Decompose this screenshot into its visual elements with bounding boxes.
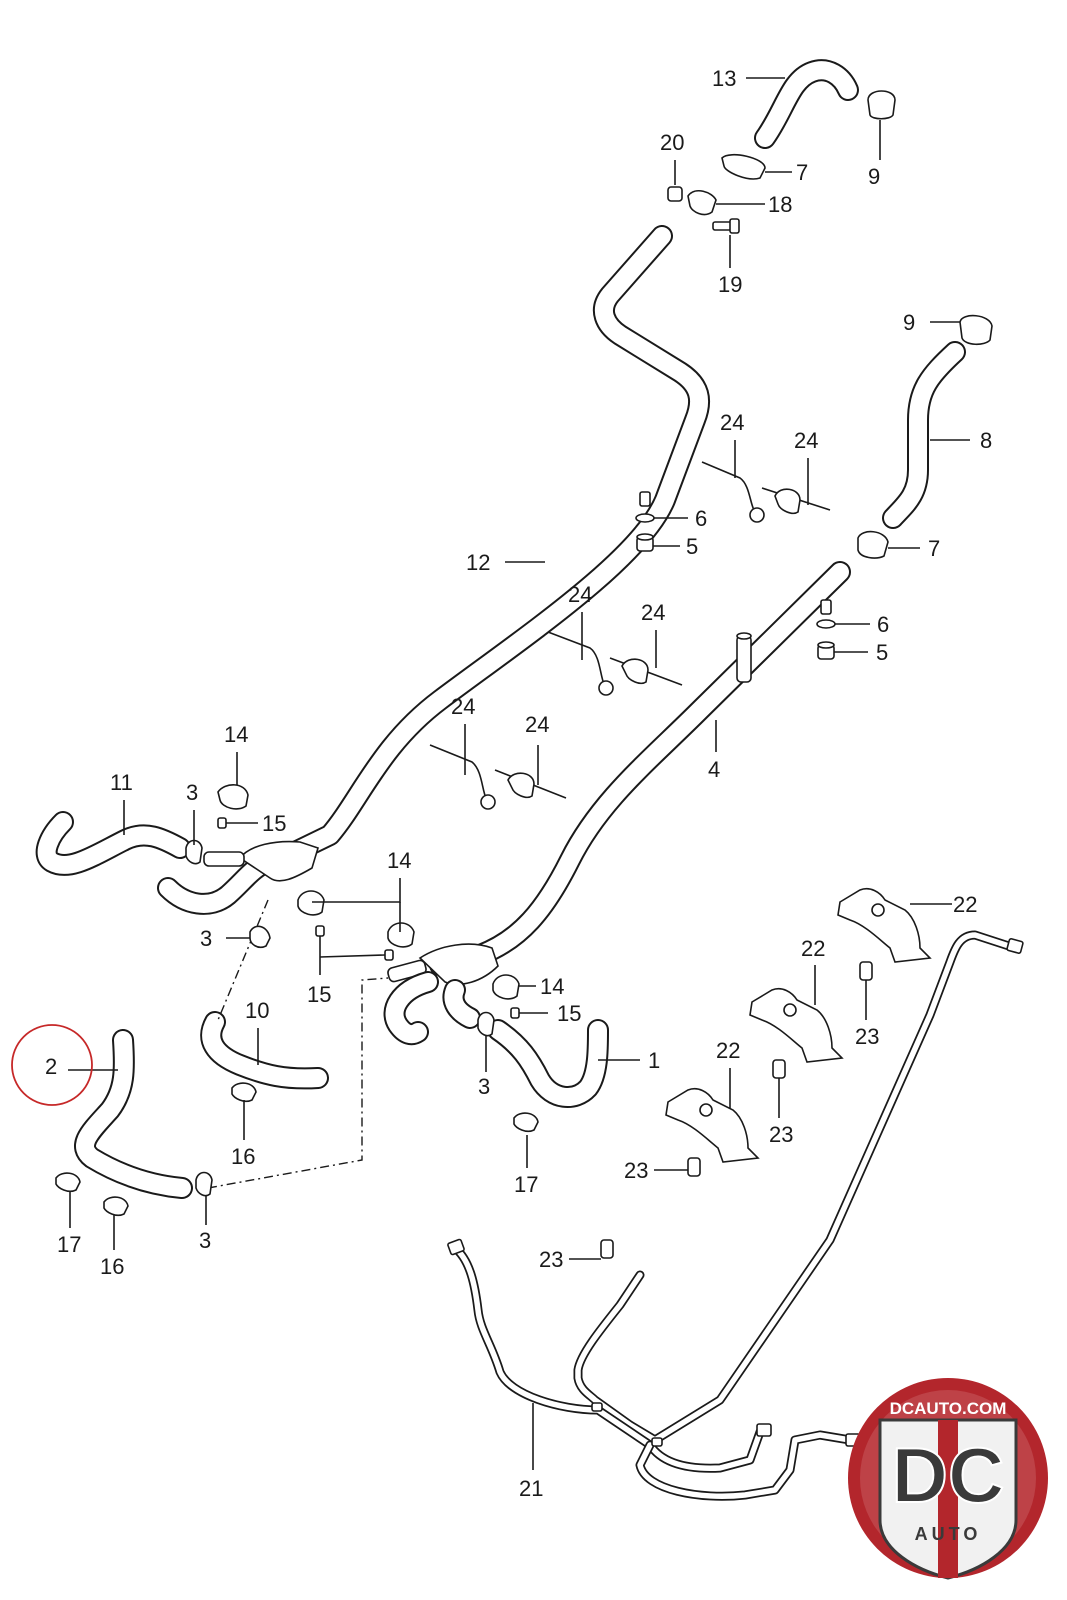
callout-17: 17 — [57, 1232, 81, 1257]
hoses — [35, 59, 1024, 1501]
callout-19: 19 — [718, 272, 742, 297]
callout-21: 21 — [519, 1476, 543, 1501]
hose-11 — [35, 811, 191, 876]
callout-12: 12 — [466, 550, 490, 575]
y-junction-upper — [203, 840, 319, 882]
callout-7: 7 — [928, 536, 940, 561]
hose-8 — [882, 341, 966, 529]
callout-16: 16 — [231, 1144, 255, 1169]
callout-16: 16 — [100, 1254, 124, 1279]
pipe-21 — [450, 930, 1020, 1501]
clamp-9-right — [959, 314, 993, 346]
clip-14-upper — [217, 784, 249, 810]
hose-11-lower — [157, 851, 279, 915]
callout-15: 15 — [557, 1001, 581, 1026]
callout-24: 24 — [720, 410, 744, 435]
callout-23: 23 — [624, 1158, 648, 1183]
callout-24: 24 — [568, 582, 592, 607]
clamp-9-top — [867, 90, 896, 120]
dcauto-logo: DCAUTO.COM DC AUTO — [848, 1378, 1048, 1580]
callout-3: 3 — [200, 926, 212, 951]
bolt-19 — [712, 218, 740, 234]
callout-17: 17 — [514, 1172, 538, 1197]
bracket-22-top — [837, 887, 932, 963]
callout-11: 11 — [110, 770, 133, 795]
clamp-7-top — [721, 153, 766, 180]
callouts: 13 9 20 7 18 19 9 8 7 24 24 6 5 12 24 24… — [11, 66, 992, 1501]
callout-14: 14 — [224, 722, 248, 747]
callout-22: 22 — [716, 1038, 740, 1063]
assembly-lines — [207, 899, 389, 1189]
callout-4: 4 — [708, 757, 720, 782]
hose-4-stub — [736, 632, 752, 683]
callout-20: 20 — [660, 130, 684, 155]
highlight-circle — [11, 1024, 93, 1106]
plug-5-lower — [817, 641, 835, 660]
callout-23: 23 — [539, 1247, 563, 1272]
clip-16-17 — [55, 1082, 539, 1217]
callout-1: 1 — [648, 1048, 660, 1073]
callout-5: 5 — [686, 534, 698, 559]
hose-y-left — [383, 971, 439, 1046]
callout-2: 2 — [45, 1054, 57, 1079]
callout-24: 24 — [641, 600, 665, 625]
ties-24-upper — [701, 461, 831, 523]
logo-top-text: DCAUTO.COM — [890, 1399, 1007, 1418]
callout-6: 6 — [877, 612, 889, 637]
hose-1 — [487, 1019, 609, 1108]
callout-22: 22 — [953, 892, 977, 917]
callout-10: 10 — [245, 998, 269, 1023]
logo-sub-text: AUTO — [915, 1524, 982, 1544]
callout-24: 24 — [451, 694, 475, 719]
oring-6-upper — [635, 491, 655, 523]
y-junction-lower — [387, 943, 499, 986]
callout-22: 22 — [801, 936, 825, 961]
callout-7: 7 — [796, 160, 808, 185]
hose-10 — [200, 1011, 329, 1090]
callout-24: 24 — [794, 428, 818, 453]
callout-23: 23 — [855, 1024, 879, 1049]
clamp-3 — [185, 839, 495, 1197]
callout-3: 3 — [478, 1074, 490, 1099]
hose-12 — [251, 225, 711, 867]
plug-5-upper — [636, 533, 654, 552]
callout-9: 9 — [903, 310, 915, 335]
callout-18: 18 — [768, 192, 792, 217]
callout-14: 14 — [387, 848, 411, 873]
logo-stripe — [938, 1420, 958, 1578]
small-parts — [55, 90, 993, 1259]
clip-14-middle — [297, 890, 415, 948]
callout-6: 6 — [695, 506, 707, 531]
logo-main-text: DC — [892, 1431, 1005, 1519]
fastener-23 — [600, 961, 873, 1259]
callout-3: 3 — [186, 780, 198, 805]
callout-labels: 13 9 20 7 18 19 9 8 7 24 24 6 5 12 24 24… — [45, 66, 992, 1501]
bracket-18 — [687, 189, 717, 216]
callout-5: 5 — [876, 640, 888, 665]
callout-23: 23 — [769, 1122, 793, 1147]
clamp-7-right — [857, 530, 889, 559]
callout-15: 15 — [307, 982, 331, 1007]
hose-2 — [74, 1029, 193, 1199]
ties-24-middle — [547, 631, 683, 696]
bracket-22-bottom — [665, 1087, 760, 1163]
callout-15: 15 — [262, 811, 286, 836]
sleeve-20 — [667, 186, 683, 202]
hose-4 — [429, 561, 851, 976]
ties-24-lower — [429, 744, 567, 810]
callout-14: 14 — [540, 974, 564, 999]
callout-9: 9 — [868, 164, 880, 189]
leader-lines — [68, 77, 970, 1470]
callout-3: 3 — [199, 1228, 211, 1253]
hose-13 — [754, 59, 859, 149]
hose-y-right — [442, 979, 481, 1029]
callout-24: 24 — [525, 712, 549, 737]
oring-6-lower — [816, 599, 836, 629]
callout-8: 8 — [980, 428, 992, 453]
callout-13: 13 — [712, 66, 736, 91]
bracket-22-middle — [749, 987, 844, 1063]
pipe-21-fittings — [447, 938, 1024, 1447]
clip-14-lower — [492, 974, 520, 1000]
